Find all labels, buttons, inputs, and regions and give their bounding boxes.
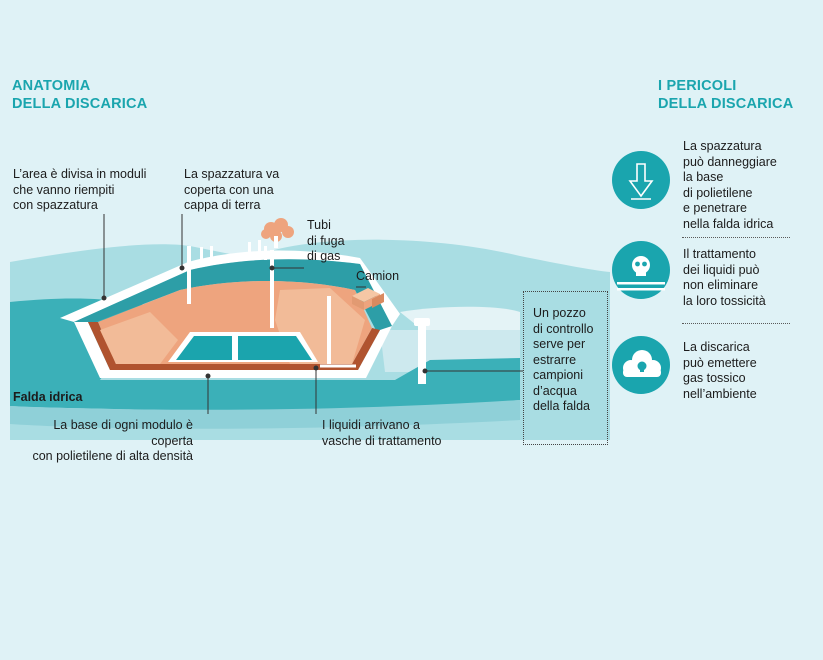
basin-rim [74,322,392,378]
water-table-lower [10,400,520,429]
gas-cloud-icon [261,218,294,242]
monitoring-well-icon [414,318,430,384]
skull-icon [612,241,670,299]
toxic-cloud-icon [612,336,670,394]
label-truck: Camion [356,269,400,283]
treatment-pool-1 [176,336,232,360]
risk-separator-1 [682,237,790,238]
cap-soil [74,259,392,338]
truck-icon [352,288,384,310]
waste-block-left [100,312,178,364]
landfill-cap [60,250,400,326]
treatment-pool-2 [238,336,312,360]
water-table [10,298,520,411]
risk-separator-2 [682,323,790,324]
arrow-down-icon [612,151,670,209]
drain-riser [327,296,331,364]
leader-lines [103,214,523,414]
right-ground-light [400,306,520,336]
gas-pipes [187,240,274,328]
well-callout-box [523,291,608,445]
label-groundwater: Falda idrica [13,390,83,404]
